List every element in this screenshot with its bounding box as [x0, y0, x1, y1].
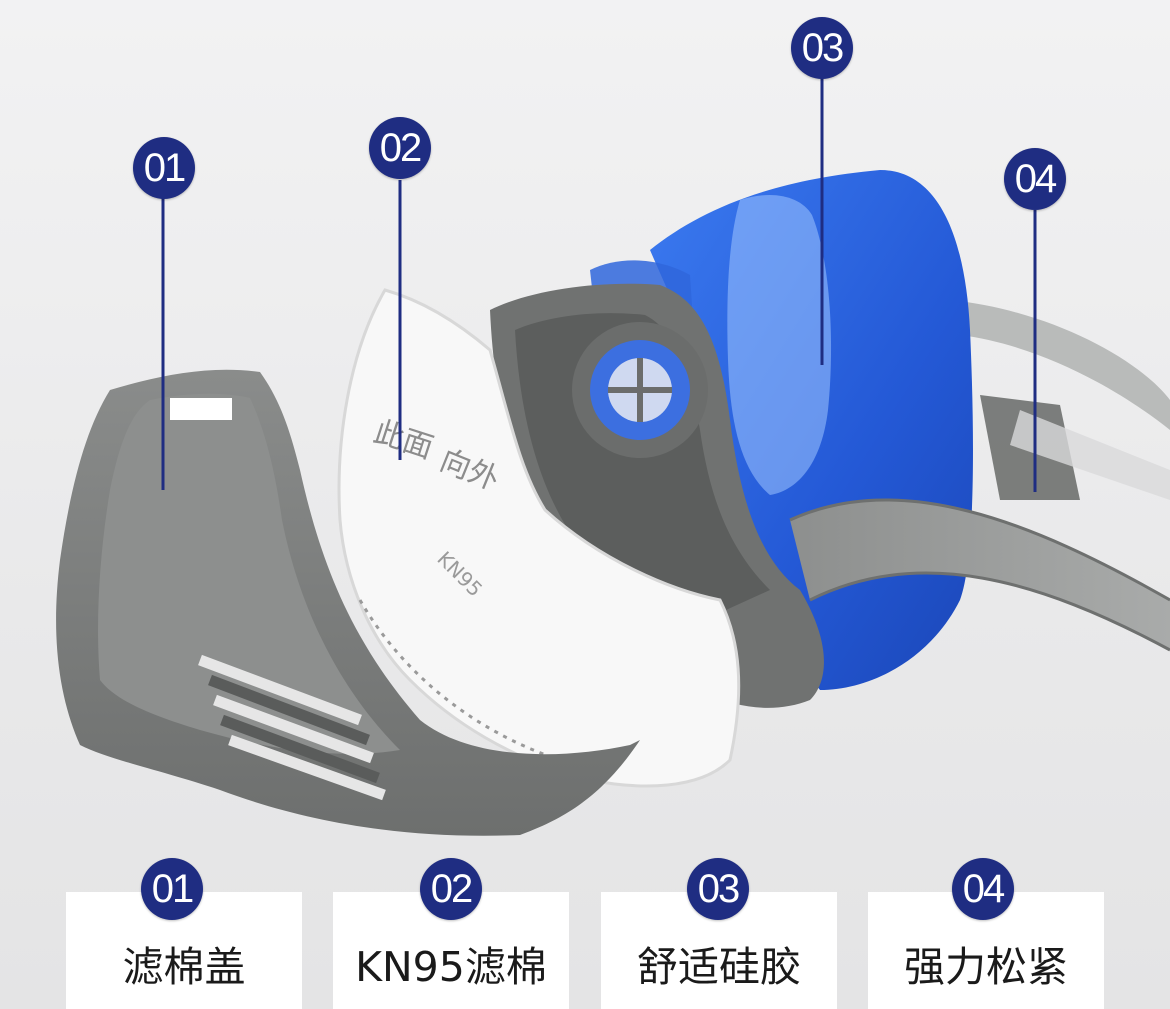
- callout-marker-04: 04: [1004, 148, 1066, 210]
- label-card-text: 强力松紧: [904, 943, 1068, 991]
- card-marker-03: 03: [687, 858, 749, 920]
- headband-strap: [950, 300, 1170, 500]
- card-marker-04: 04: [952, 858, 1014, 920]
- cover-vent-slots: [198, 654, 386, 801]
- callout-marker-02: 02: [369, 117, 431, 179]
- label-card-text: KN95滤棉: [355, 943, 547, 991]
- callout-marker-01: 01: [133, 137, 195, 199]
- label-card-text: 滤棉盖: [122, 943, 246, 991]
- card-marker-01: 01: [141, 858, 203, 920]
- card-marker-02: 02: [420, 858, 482, 920]
- filter-cover: [56, 369, 640, 836]
- mask-frame: [490, 283, 824, 708]
- callout-marker-03: 03: [791, 17, 853, 79]
- elastic-strap: [789, 498, 1170, 652]
- kn95-filter-pad: 此面 向外 KN95: [337, 288, 741, 788]
- label-card-text: 舒适硅胶: [637, 943, 801, 991]
